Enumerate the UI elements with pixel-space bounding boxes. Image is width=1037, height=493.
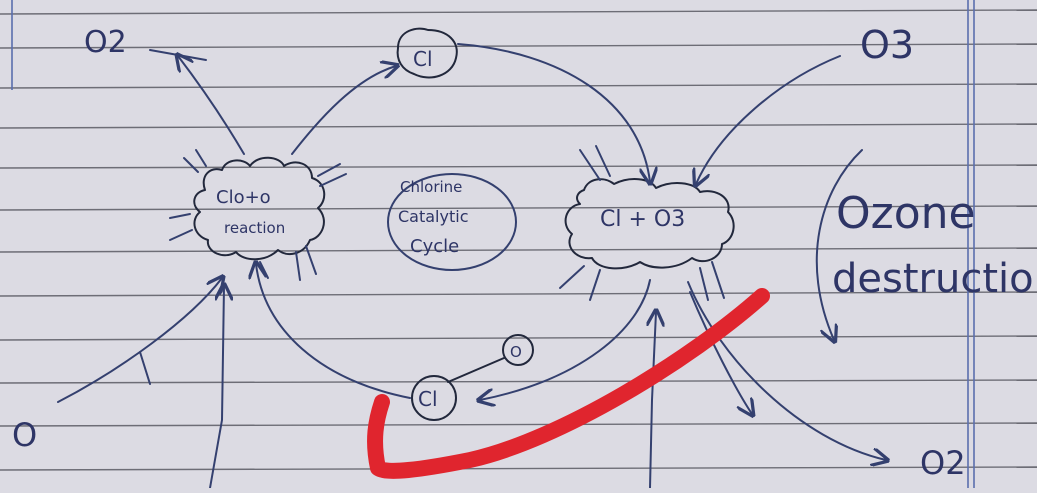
node-cl-o3: Cl + O3 xyxy=(559,145,735,301)
node-clo-bottom: Cl O xyxy=(411,334,534,421)
arrow-to-cl-top xyxy=(291,66,396,155)
clo-o-label: Clo+o xyxy=(216,187,271,208)
red-marker-stroke xyxy=(367,288,770,479)
arrow-cl-to-cl-o3 xyxy=(457,43,650,182)
arrow-o-tick xyxy=(139,351,151,385)
o2-dash xyxy=(149,49,207,61)
arrow-to-clo-bottom xyxy=(480,279,651,400)
ozone-destruction-arrow xyxy=(815,149,863,340)
destruction-label: destruction xyxy=(832,256,1037,302)
arrow-to-o2-bottom xyxy=(687,281,886,460)
arrow-o3-in xyxy=(696,55,841,184)
arrow-vertical-right xyxy=(650,312,656,489)
o-small-label: O xyxy=(510,343,522,361)
flow-arrows xyxy=(57,43,886,489)
arrow-o-in xyxy=(57,278,222,403)
arrow-branch-down xyxy=(689,291,752,414)
node-clo-o-reaction: Clo+o reaction xyxy=(169,149,347,281)
cl-o3-label: Cl + O3 xyxy=(600,207,685,232)
cl-bottom-label: Cl xyxy=(418,387,438,411)
o2-top-label: O2 xyxy=(84,25,127,60)
chlorine-label: Chlorine xyxy=(400,178,462,196)
arrow-clo-to-reaction xyxy=(256,264,411,399)
center-cycle-label: Chlorine Catalytic Cycle xyxy=(387,173,517,271)
o3-label: O3 xyxy=(860,23,914,67)
cycle-label: Cycle xyxy=(410,236,459,257)
ruled-lines xyxy=(0,9,1037,471)
catalytic-label: Catalytic xyxy=(398,207,468,226)
cl-top-label: Cl xyxy=(413,47,433,71)
arrow-vertical-left xyxy=(209,286,224,489)
node-cl-top: Cl xyxy=(396,27,458,79)
o-left-label: O xyxy=(12,416,37,454)
arrow-to-o2-top xyxy=(178,56,245,155)
o2-bottom-label: O2 xyxy=(920,444,966,482)
margin-lines xyxy=(11,0,975,488)
reaction-label: reaction xyxy=(224,219,285,237)
ozone-label: Ozone xyxy=(836,188,976,239)
